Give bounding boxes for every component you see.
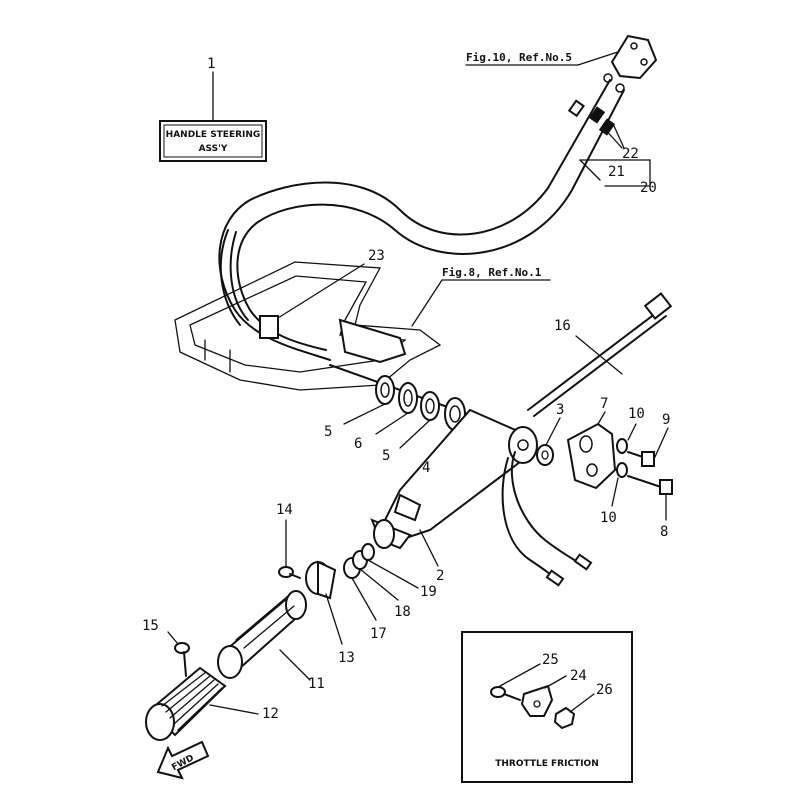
- callout-5b: 5: [382, 448, 390, 464]
- callout-13: 13: [338, 650, 355, 666]
- throttle-friction-inset: THROTTLE FRICTION: [461, 631, 633, 783]
- title-box: HANDLE STEERING ASS'Y: [159, 71, 267, 162]
- callout-8: 8: [660, 524, 668, 540]
- fig8-ref-label: Fig.8, Ref.No.1: [442, 266, 542, 279]
- fig10-ref-label: Fig.10, Ref.No.5: [466, 51, 572, 64]
- handle-body-2: [370, 408, 538, 567]
- callout-21: 21: [608, 164, 625, 180]
- callout-23: 23: [368, 248, 385, 264]
- callout-numbers: 1 2 3 4 5 5 6 7 8 9 10 10 11 12 13 14 15…: [142, 56, 670, 722]
- callout-24: 24: [570, 668, 587, 684]
- bolts: [611, 423, 673, 521]
- rod-16: [527, 292, 673, 417]
- callout-9: 9: [662, 412, 670, 428]
- callout-10a: 10: [628, 406, 645, 422]
- callout-22: 22: [622, 146, 639, 162]
- callout-4: 4: [422, 460, 430, 476]
- screw-14: [278, 519, 301, 579]
- spring-parts: [343, 543, 419, 621]
- callout-15: 15: [142, 618, 159, 634]
- callout-20: 20: [640, 180, 657, 196]
- fig10-reference: Fig.10, Ref.No.5: [465, 34, 658, 80]
- callout-3: 3: [556, 402, 564, 418]
- callout-7: 7: [600, 396, 608, 412]
- callout-11: 11: [308, 676, 325, 692]
- callout-12: 12: [262, 706, 279, 722]
- callout-16: 16: [554, 318, 571, 334]
- title-line-1: HANDLE STEERING: [166, 130, 261, 140]
- callout-10b: 10: [600, 510, 617, 526]
- callout-1: 1: [207, 56, 215, 72]
- washer-3: [536, 417, 561, 466]
- cap-7: [566, 411, 617, 490]
- grip-12: [145, 666, 259, 741]
- bracket-outline: Fig.8, Ref.No.1: [174, 261, 551, 391]
- title-line-2: ASS'Y: [199, 144, 228, 154]
- callout-25: 25: [542, 652, 559, 668]
- inset-title: THROTTLE FRICTION: [495, 759, 598, 769]
- callout-14: 14: [276, 502, 293, 518]
- fwd-arrow: FWD: [156, 740, 210, 780]
- callout-5a: 5: [324, 424, 332, 440]
- throttle-cables: [218, 181, 573, 361]
- callout-26: 26: [596, 682, 613, 698]
- callout-2: 2: [436, 568, 444, 584]
- callout-17: 17: [370, 626, 387, 642]
- callout-19: 19: [420, 584, 437, 600]
- kill-switch-wires: [501, 451, 593, 587]
- callout-18: 18: [394, 604, 411, 620]
- grip-inner-11: [217, 590, 311, 681]
- screw-15: [167, 631, 190, 677]
- collar-13: [305, 560, 343, 645]
- cable-ends: [547, 73, 651, 191]
- callout-6: 6: [354, 436, 362, 452]
- grommet-23: [259, 263, 365, 339]
